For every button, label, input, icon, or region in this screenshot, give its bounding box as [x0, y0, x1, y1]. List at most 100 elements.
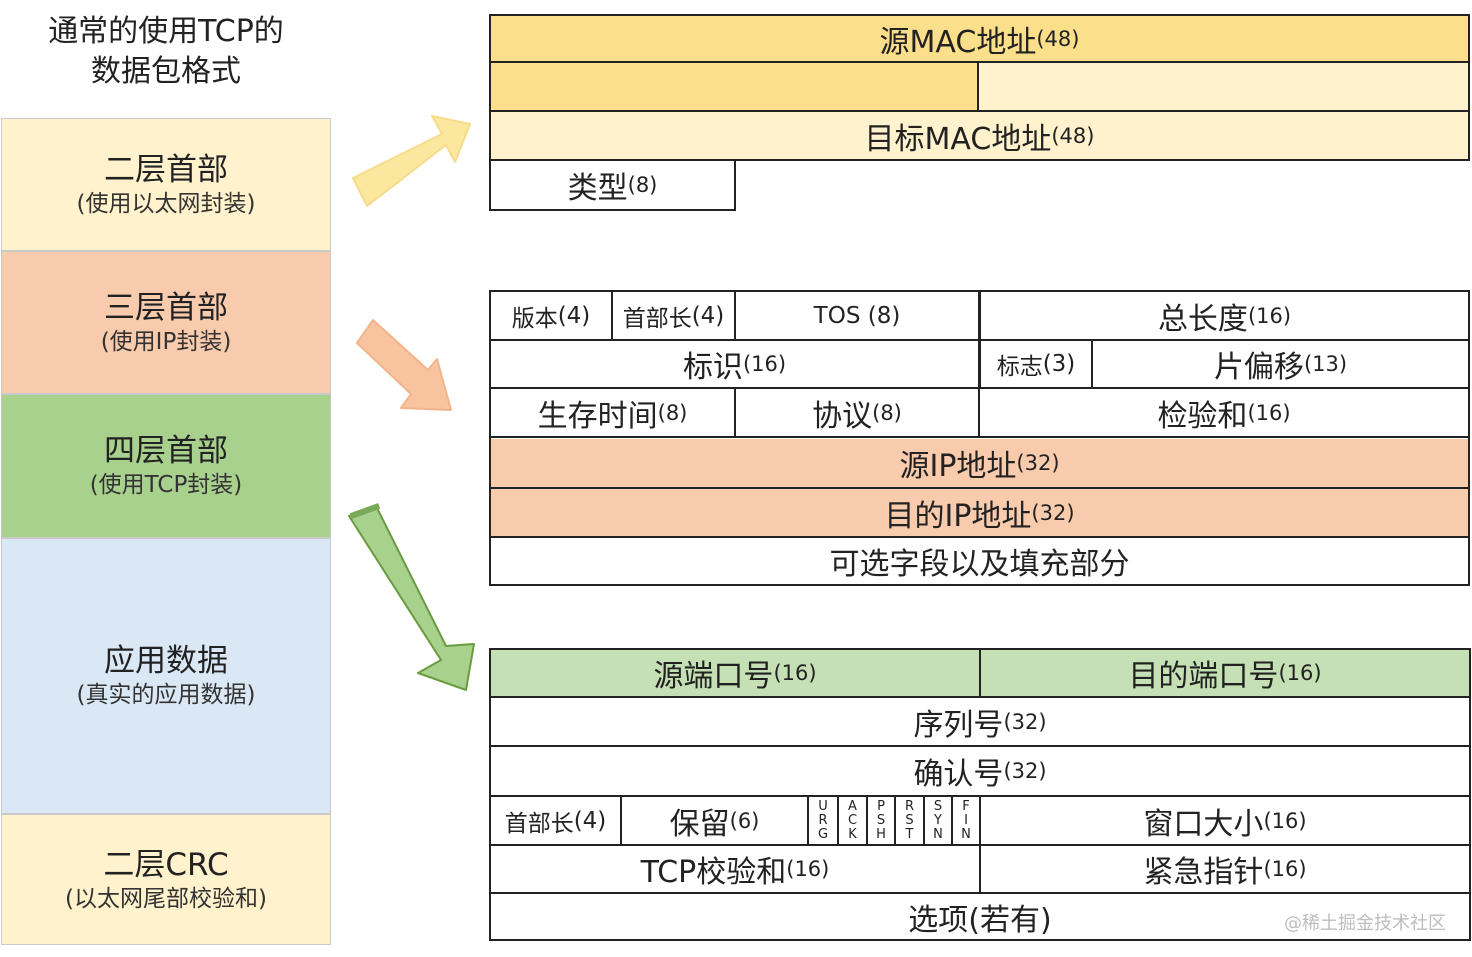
ip-src-address-field: 源IP地址(32) [491, 439, 1468, 487]
tcp-hlen-label: 首部长 [504, 810, 574, 837]
tcp-flag-urg-c1: U [818, 798, 828, 814]
ip-dst-address-bits: (32) [1031, 500, 1075, 525]
tcp-flag-rst-c3: T [905, 826, 914, 842]
tcp-flag-fin-c1: F [962, 798, 970, 814]
tcp-flag-ack-c2: C [847, 812, 858, 828]
tcp-urgent-pointer-field: 紧急指针(16) [981, 846, 1469, 892]
tcp-dst-port-label: 目的端口号 [1128, 659, 1279, 694]
tcp-vline-f2 [866, 795, 868, 845]
ip-vline-c [978, 290, 981, 388]
tcp-flag-urg-c2: R [818, 812, 828, 828]
tcp-ack-label: 确认号 [913, 757, 1004, 792]
eth-src-mac-label: 源MAC地址 [879, 24, 1037, 60]
layer-l3-header-title: 三层首部 [104, 289, 228, 326]
tcp-vline-f4 [923, 795, 925, 845]
watermark: @稀土掘金技术社区 [1284, 913, 1446, 934]
ip-fragment-offset-field: 片偏移(13) [1093, 341, 1468, 387]
ip-vline-e [734, 387, 736, 437]
tcp-vline-hlen [620, 795, 622, 845]
ip-line-3 [489, 436, 1470, 438]
tcp-hlen-field: 首部长(4) [491, 797, 620, 844]
layer-l4-header-title: 四层首部 [104, 433, 228, 469]
ip-dst-row-bg [491, 488, 1468, 537]
ip-checksum-field: 检验和(16) [980, 389, 1468, 436]
eth-src-mac-bits: (48) [1036, 26, 1080, 51]
layer-l2-header-sub: (使用以太网封装) [76, 190, 256, 217]
layer-l2-crc-title: 二层CRC [103, 846, 229, 883]
tcp-checksum-bits: (16) [786, 857, 830, 881]
tcp-vline-resv [807, 795, 809, 845]
tcp-reserved-label: 保留 [669, 806, 730, 842]
tcp-flag-fin-c3: N [961, 826, 971, 842]
tcp-flag-ack: A C K [839, 797, 866, 844]
ip-ttl-label: 生存时间 [537, 398, 658, 434]
tcp-src-port-label: 源端口号 [653, 659, 774, 694]
tcp-flag-syn-c3: N [933, 826, 943, 842]
tcp-window-label: 窗口大小 [1143, 806, 1264, 842]
layer-l2-header-title: 二层首部 [104, 151, 228, 188]
eth-type-field: 类型(8) [489, 161, 736, 211]
ip-flags-bits: (3) [1042, 351, 1076, 377]
tcp-flag-psh: P S H [868, 797, 894, 844]
tcp-line-1 [489, 696, 1471, 698]
tcp-flag-urg-c3: G [817, 826, 829, 842]
eth-dst-mac-field: 目标MAC地址(48) [489, 110, 1470, 161]
ip-src-address-label: 源IP地址 [899, 449, 1017, 484]
ip-fragment-offset-label: 片偏移 [1213, 350, 1304, 385]
tcp-vline-f6 [979, 795, 981, 893]
ip-identification-field: 标识(16) [491, 341, 978, 387]
layer-l2-header: 二层首部 (使用以太网封装) [1, 118, 331, 251]
ip-protocol-bits: (8) [872, 400, 902, 425]
ip-total-length-label: 总长度 [1157, 301, 1248, 337]
tcp-flag-psh-c3: H [876, 826, 886, 842]
ip-src-address-bits: (32) [1016, 451, 1060, 475]
tcp-src-port-bits: (16) [773, 661, 817, 685]
tcp-seq-bits: (32) [1003, 709, 1047, 734]
tcp-flag-psh-c1: P [877, 798, 885, 814]
tcp-vline-ports [979, 648, 981, 697]
ip-line-5 [489, 536, 1470, 538]
tcp-dst-port-field: 目的端口号(16) [981, 650, 1469, 696]
ip-tos-label: TOS [813, 302, 861, 329]
tcp-line-2 [489, 745, 1471, 747]
ip-identification-label: 标识 [682, 350, 743, 385]
tcp-vline-f3 [894, 795, 896, 845]
tcp-ack-field: 确认号(32) [491, 747, 1469, 795]
tcp-window-bits: (16) [1263, 808, 1307, 833]
ip-ttl-field: 生存时间(8) [491, 389, 734, 436]
tcp-hlen-bits: (4) [573, 807, 607, 834]
layer-app-data-title: 应用数据 [104, 643, 228, 679]
ip-checksum-bits: (16) [1247, 400, 1291, 425]
ip-vline-b [734, 290, 736, 340]
ip-tos-field: TOS (8) [736, 292, 978, 339]
tcp-flag-fin-c2: I [964, 812, 968, 828]
tcp-flag-rst-c1: R [904, 798, 915, 814]
tcp-flag-rst-c2: S [905, 812, 914, 828]
layer-l4-header: 四层首部 (使用TCP封装) [1, 394, 331, 538]
tcp-line-5 [489, 892, 1471, 894]
tcp-options-field: 选项(若有) [491, 894, 1469, 939]
ip-total-length-field: 总长度(16) [981, 292, 1468, 339]
tcp-flag-syn-c2: Y [934, 812, 942, 828]
title-line-2: 数据包格式 [91, 54, 241, 89]
tcp-window-field: 窗口大小(16) [981, 797, 1469, 844]
tcp-ack-bits: (32) [1003, 759, 1047, 783]
eth-type-bits: (8) [627, 173, 658, 197]
tcp-src-port-field: 源端口号(16) [491, 650, 979, 696]
layer-l2-crc-sub: (以太网尾部校验和) [65, 885, 267, 912]
ip-vline-a [611, 290, 613, 340]
tcp-reserved-field: 保留(6) [622, 797, 807, 844]
ip-dst-address-label: 目的IP地址 [884, 498, 1032, 534]
arrow-to-ethernet [352, 115, 471, 207]
ip-ihl-field: 首部长(4) [613, 292, 734, 339]
tcp-flag-fin: F I N [953, 797, 979, 844]
eth-dst-mac-bits: (48) [1051, 123, 1095, 148]
tcp-flag-ack-c3: K [848, 826, 857, 842]
ip-ihl-label: 首部长 [622, 305, 692, 332]
tcp-flag-syn-c1: S [933, 798, 943, 814]
tcp-checksum-label: TCP校验和 [640, 855, 787, 890]
arrow-to-ip [356, 319, 452, 411]
eth-mac-split-left [491, 63, 979, 110]
layer-l3-header: 三层首部 (使用IP封装) [1, 251, 331, 394]
